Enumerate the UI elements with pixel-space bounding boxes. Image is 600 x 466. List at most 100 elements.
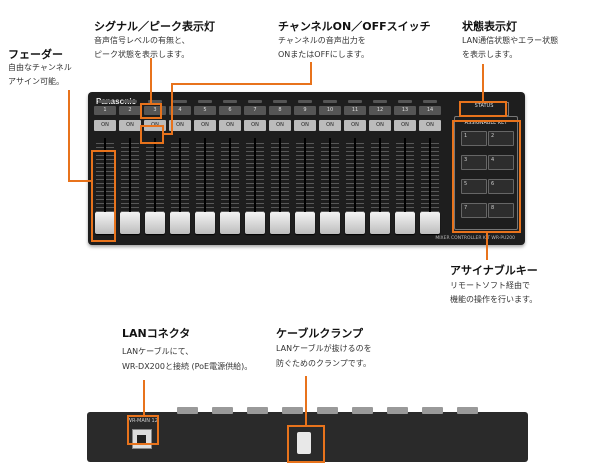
fader-desc-2: アサイン可能。 — [8, 77, 64, 86]
signal-peak-lamp — [273, 100, 287, 103]
channel-number: 4 — [169, 106, 191, 115]
channel-number: 9 — [294, 106, 316, 115]
fader-knob[interactable] — [345, 212, 365, 234]
channel-number: 10 — [319, 106, 341, 115]
channel-number: 3 — [144, 106, 166, 115]
cable-clamp[interactable] — [297, 432, 311, 454]
fader-knob[interactable] — [245, 212, 265, 234]
model-label: MIXER CONTROLLER KIT WR-PU200 — [435, 236, 515, 241]
assign-leader-line — [486, 232, 488, 260]
port-label: WR-MAIN 12 — [127, 418, 158, 424]
key-number: 1 — [464, 133, 468, 139]
fader-slot — [154, 138, 156, 234]
fader-highlight-box — [91, 150, 116, 242]
assignable-key[interactable]: 5 — [461, 179, 487, 194]
channel-on-button[interactable]: ON — [169, 120, 191, 131]
channel-number: 7 — [244, 106, 266, 115]
channel-number: 6 — [219, 106, 241, 115]
status-leader-line — [482, 64, 484, 102]
assign-highlight-box — [452, 120, 521, 233]
signal-peak-lamp — [223, 100, 237, 103]
channel-on-button[interactable]: ON — [194, 120, 216, 131]
signal-highlight-box — [140, 103, 162, 119]
fader-knob[interactable] — [270, 212, 290, 234]
fader-slot — [429, 138, 431, 234]
fader-knob[interactable] — [395, 212, 415, 234]
rear-fader-cap — [387, 407, 408, 414]
assignable-key[interactable]: 8 — [488, 203, 514, 218]
clamp-highlight-box — [287, 425, 325, 463]
channel-on-button[interactable]: ON — [419, 120, 441, 131]
fader-leader-line — [68, 180, 92, 182]
signal-peak-lamp — [398, 100, 412, 103]
channel-on-button[interactable]: ON — [119, 120, 141, 131]
signal-leader-line — [150, 58, 152, 104]
fader-slot — [379, 138, 381, 234]
key-number: 4 — [491, 157, 495, 163]
key-number: 3 — [464, 157, 468, 163]
fader-slot — [404, 138, 406, 234]
rear-fader-cap — [317, 407, 338, 414]
fader-knob[interactable] — [120, 212, 140, 234]
channel-number: 11 — [344, 106, 366, 115]
assign-desc-1: リモートソフト経由で — [450, 281, 530, 290]
signal-peak-lamp — [173, 100, 187, 103]
lan-title: LANコネクタ — [122, 327, 191, 340]
key-number: 8 — [491, 205, 495, 211]
fader-slot — [179, 138, 181, 234]
channel-on-desc-2: ONまたはOFFにします。 — [278, 50, 369, 59]
rear-fader-cap — [352, 407, 373, 414]
channel-on-button[interactable]: ON — [319, 120, 341, 131]
clamp-title: ケーブルクランプ — [276, 327, 364, 340]
assignable-key[interactable]: 7 — [461, 203, 487, 218]
channel-on-button[interactable]: ON — [219, 120, 241, 131]
assignable-key[interactable]: 2 — [488, 131, 514, 146]
channel-number: 1 — [94, 106, 116, 115]
assignable-key[interactable]: 4 — [488, 155, 514, 170]
signal-peak-lamp — [98, 100, 112, 103]
channel-on-button[interactable]: ON — [294, 120, 316, 131]
channel-on-button[interactable]: ON — [244, 120, 266, 131]
channel-on-leader-line — [162, 133, 173, 135]
assign-desc-2: 機能の操作を行います。 — [450, 295, 538, 304]
signal-peak-lamp — [373, 100, 387, 103]
fader-knob[interactable] — [170, 212, 190, 234]
channel-number: 2 — [119, 106, 141, 115]
assignable-key[interactable]: 6 — [488, 179, 514, 194]
channel-on-button[interactable]: ON — [369, 120, 391, 131]
channel-on-button[interactable]: ON — [344, 120, 366, 131]
signal-desc-2: ピーク状態を表示します。 — [94, 50, 190, 59]
fader-knob[interactable] — [195, 212, 215, 234]
fader-knob[interactable] — [95, 212, 115, 234]
fader-knob[interactable] — [420, 212, 440, 234]
rear-fader-cap — [457, 407, 478, 414]
channel-on-button[interactable]: ON — [94, 120, 116, 131]
signal-peak-lamp — [123, 100, 137, 103]
clamp-desc-1: LANケーブルが抜けるのを — [276, 344, 372, 353]
fader-knob[interactable] — [370, 212, 390, 234]
status-desc-1: LAN通信状態やエラー状態 — [462, 36, 559, 45]
mixer-rear-view: WR-MAIN 12 — [87, 407, 528, 462]
channel-on-highlight-box — [140, 125, 164, 144]
fader-desc-1: 自由なチャンネル — [8, 63, 72, 72]
key-number: 6 — [491, 181, 495, 187]
fader-leader-line — [68, 90, 70, 182]
fader-knob[interactable] — [295, 212, 315, 234]
status-label: STATUS — [474, 103, 494, 109]
fader-slot — [329, 138, 331, 234]
assignable-key[interactable]: 1 — [461, 131, 487, 146]
signal-peak-lamp — [198, 100, 212, 103]
assignable-key[interactable]: 3 — [461, 155, 487, 170]
channel-on-button[interactable]: ON — [269, 120, 291, 131]
channel-on-button[interactable]: ON — [394, 120, 416, 131]
fader-knob[interactable] — [145, 212, 165, 234]
assign-title: アサイナブルキー — [450, 264, 538, 277]
fader-knob[interactable] — [220, 212, 240, 234]
fader-knob[interactable] — [320, 212, 340, 234]
